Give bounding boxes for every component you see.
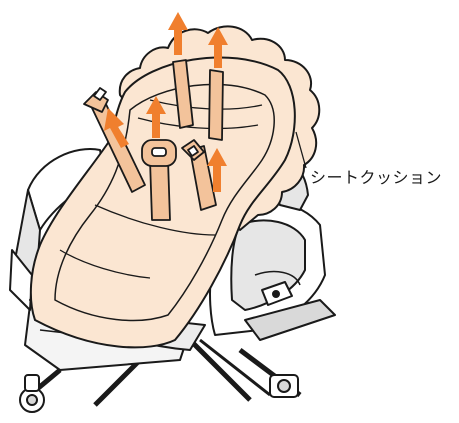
caster-wheel	[20, 375, 44, 412]
buckle-tab-left	[84, 88, 108, 112]
seat-cushion-label: シートクッション	[310, 164, 442, 188]
crotch-buckle	[142, 140, 176, 166]
rear-wheel-hub	[270, 375, 298, 397]
shoulder-strap-right	[209, 70, 223, 140]
crotch-strap	[150, 160, 170, 220]
